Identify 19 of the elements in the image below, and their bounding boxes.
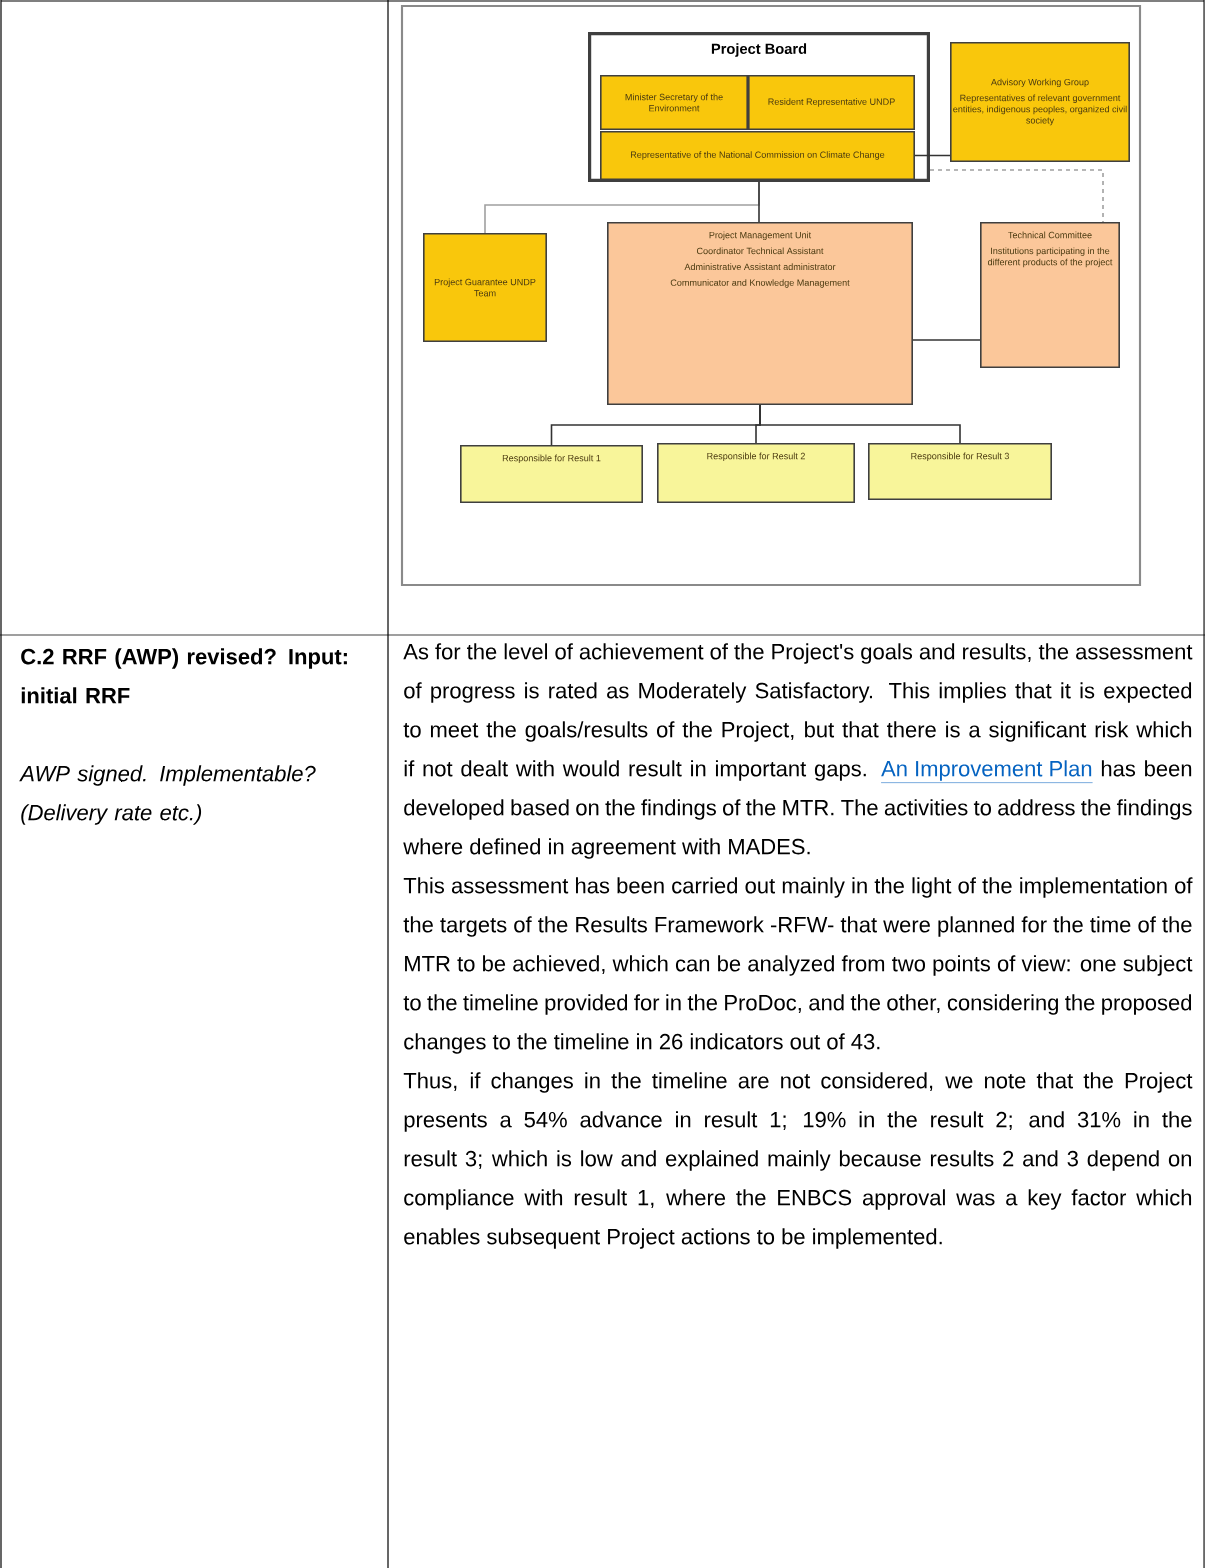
result-box: Responsible for Result 1 xyxy=(460,445,643,503)
connector-line xyxy=(929,169,1104,223)
result-box: Responsible for Result 3 xyxy=(868,443,1052,500)
connector-line xyxy=(914,154,951,157)
member-box: Minister Secretary of the Environment xyxy=(600,75,748,130)
connector-line xyxy=(912,339,981,341)
connector-line xyxy=(758,181,760,223)
body-text: As for the level of achievement of the Project's goals and results, the assessment of progress is rated as Moderately Satisfactory. This implies that it is expected to meet the goals/results of the Project, but that there is a significant risk which if not dealt with would result in important gaps. An Improvement Plan has been developed based on the findings of the MTR. The activities to address the findings where defined in agreement with MADES. This assessment has been carried out mainly in the light of the implementation of the targets of the Results Framework -RFW- that were planned for the time of the MTR to be achieved, which can be analyzed from two points of view: one subject to the timeline provided for in the ProDoc, and the other, considering the proposed changes to the timeline in 26 indicators out of 43. Thus, if changes in the timeline are not considered, we note that the Project presents a 54% advance in result 1; 19% in the result 2; and 31% in the result 3; which is low and explained mainly because results 2 and 3 depend on compliance with result 1, where the ENBCS approval was a key factor which enables subsequent Project actions to be implemented. xyxy=(403,643,1193,1249)
member-box: Representative of the National Commission on Climate Change xyxy=(600,131,915,180)
connector-line xyxy=(759,404,961,444)
question-heading: C.2 RRF (AWP) revised? Input: initial RRF xyxy=(21,648,347,704)
group-box: Advisory Working Group Representatives of relevant government entities, indigenous peoples, organized civil society xyxy=(950,42,1130,162)
result-box: Responsible for Result 2 xyxy=(657,443,855,503)
note-text: AWP signed. Implementable? (Delivery rate etc.) xyxy=(19,765,316,825)
team-box: Project Guarantee UNDP Team xyxy=(423,233,547,342)
member-box: Resident Representative UNDP xyxy=(748,75,915,130)
link: An Improvement Plan xyxy=(880,760,1093,783)
unit-box: Project Management Unit Coordinator Technical Assistant Administrative Assistant administrator Communicator and Knowledge Management xyxy=(607,222,913,405)
committee-box: Technical Committee Institutions participating in the different products of the project xyxy=(980,222,1120,368)
